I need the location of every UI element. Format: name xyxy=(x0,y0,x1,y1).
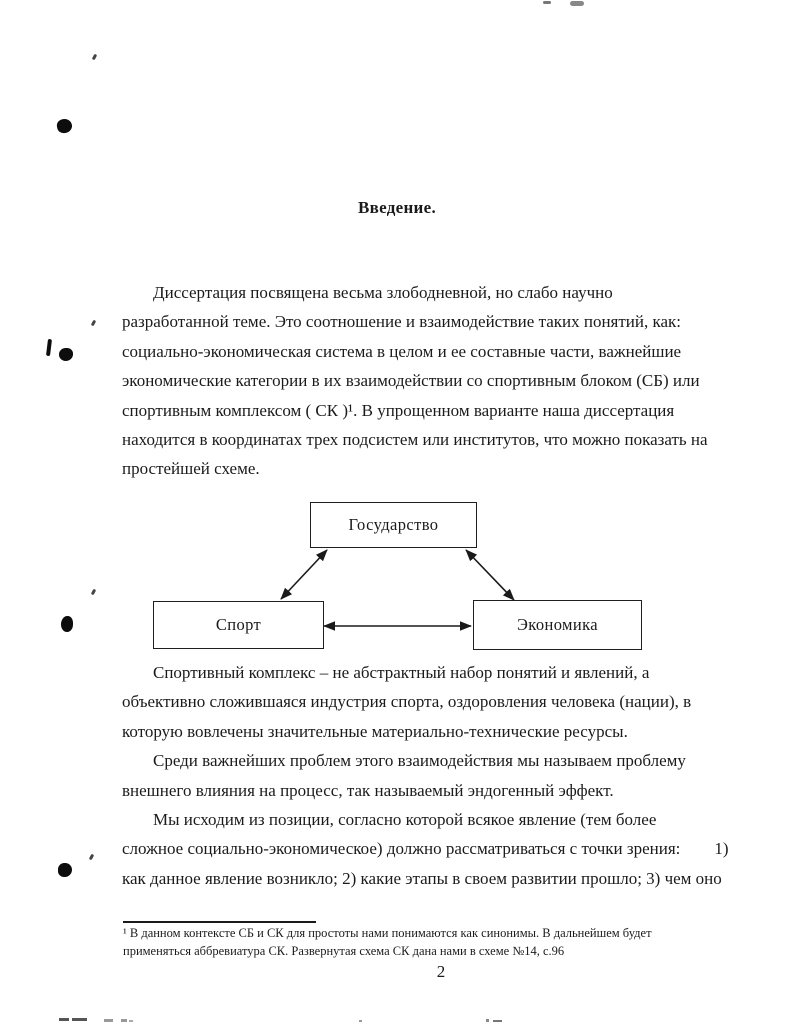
text-line: как данное явление возникло; 2) какие эт… xyxy=(122,868,722,888)
text-line: которую вовлечены значительные материаль… xyxy=(122,721,628,741)
text-line: простейшей схеме. xyxy=(122,459,260,479)
text-line: внешнего влияния на процесс, так называе… xyxy=(122,780,614,800)
text-line: экономические категории в их взаимодейст… xyxy=(122,371,700,391)
scan-artifact xyxy=(493,1020,502,1022)
text-line: Диссертация посвящена весьма злободневно… xyxy=(153,283,613,302)
scan-artifact xyxy=(359,1020,362,1022)
page-title: Введение. xyxy=(357,198,437,217)
text-line: спортивным комплексом ( СК )¹. В упрощен… xyxy=(122,400,675,420)
text-line: социально-экономическая система в целом … xyxy=(122,341,682,361)
paragraph: Спортивный комплекс – не абстрактный наб… xyxy=(122,658,762,746)
footnote-separator xyxy=(123,921,316,923)
scan-artifact xyxy=(88,853,95,861)
footnote-line: применяться аббревиатура СК. Развернутая… xyxy=(123,944,565,958)
paragraph: Диссертация посвящена весьма злободневно… xyxy=(122,278,762,484)
text-line: разработанной теме. Это соотношение и вз… xyxy=(122,312,682,332)
text-line: Среди важнейших проблем этого взаимодейс… xyxy=(153,751,686,771)
scan-artifact xyxy=(55,117,74,135)
text-line: Мы исходим из позиции, согласно которой … xyxy=(153,809,657,829)
scan-artifact xyxy=(58,863,72,877)
diagram-node-state: Государство xyxy=(310,502,477,548)
scan-artifact xyxy=(570,1,584,6)
scan-artifact xyxy=(121,1019,127,1022)
scan-artifact xyxy=(129,1020,133,1022)
paragraph-group: Спортивный комплекс – не абстрактный наб… xyxy=(122,658,762,893)
scan-artifact xyxy=(72,1018,87,1021)
text-line: сложное социально-экономическое) должно … xyxy=(122,839,729,859)
edge-state-sport xyxy=(280,549,328,600)
text-line: Спортивный комплекс – не абстрактный наб… xyxy=(153,663,650,682)
diagram-node-sport-label: Спорт xyxy=(215,615,262,634)
footnote-line: ¹ В данном контексте СБ и СК для простот… xyxy=(123,926,652,940)
scan-artifact xyxy=(90,588,97,596)
diagram-node-state-label: Государство xyxy=(348,515,439,534)
scan-artifact xyxy=(91,53,98,61)
diagram-node-sport: Спорт xyxy=(153,601,324,649)
scan-artifact xyxy=(59,1018,69,1021)
scan-artifact xyxy=(59,348,73,361)
scan-artifact xyxy=(45,338,53,357)
text-line: находится в координатах трех подсистем и… xyxy=(122,429,708,449)
page-number: 2 xyxy=(436,962,446,981)
scan-artifact xyxy=(90,319,97,327)
scan-artifact xyxy=(486,1019,489,1022)
edge-state-economy xyxy=(465,549,515,601)
diagram-node-economy-label: Экономика xyxy=(516,615,599,634)
scan-artifact xyxy=(61,616,73,632)
paragraph: Среди важнейших проблем этого взаимодейс… xyxy=(122,746,762,805)
scan-artifact xyxy=(104,1019,113,1022)
diagram-node-economy: Экономика xyxy=(473,600,642,650)
text-line: объективно сложившаяся индустрия спорта,… xyxy=(122,692,692,712)
paragraph: Мы исходим из позиции, согласно которой … xyxy=(122,805,762,893)
footnote: ¹ В данном контексте СБ и СК для простот… xyxy=(123,924,723,960)
scan-artifact xyxy=(543,1,551,4)
